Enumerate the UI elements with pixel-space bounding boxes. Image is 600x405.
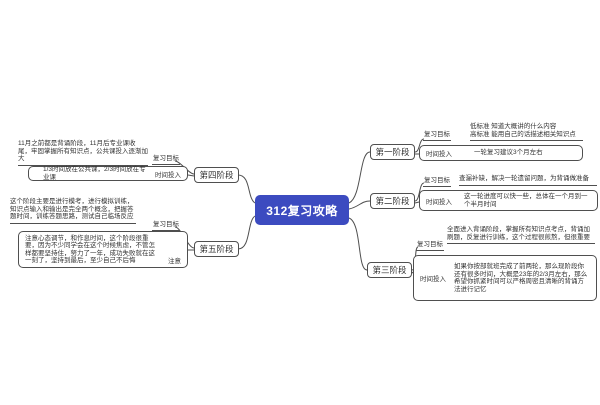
stage-5-goal-label[interactable]: 复习目标 bbox=[152, 221, 180, 231]
stage-1-goal-text[interactable]: 低标准 知道大概讲的什么内容 高标准 能用自己的话描述相关知识点 bbox=[470, 123, 583, 141]
stage-4-time-text: 1/3时间放在公共课，2/3时间放在专业课 bbox=[43, 166, 146, 181]
stage-5-node[interactable]: 第五阶段 bbox=[194, 241, 239, 257]
stage-1-goal-label[interactable]: 复习目标 bbox=[423, 131, 451, 141]
stage-2-goal-label[interactable]: 复习目标 bbox=[423, 177, 451, 187]
stage-3-time-text: 如果你按部就班完成了前两轮，那么现阶段你还有很多时间，大概是23年的2/3月左右… bbox=[454, 263, 588, 293]
stage-2-node[interactable]: 第二阶段 bbox=[370, 193, 415, 209]
stage-2-time-box[interactable]: 时间投入 这一轮进度可以快一些，总体在一个月到一个半月时间 bbox=[419, 190, 598, 211]
stage-1-time-text: 一轮复习建议3个月左右 bbox=[474, 149, 543, 157]
stage-4-time-label: 时间投入 bbox=[155, 171, 181, 179]
stage-3-time-box[interactable]: 时间投入 如果你按部就班完成了前两轮，那么现阶段你还有很多时间，大概是23年的2… bbox=[413, 255, 597, 301]
stage-4-goal-label[interactable]: 复习目标 bbox=[152, 155, 180, 165]
stage-1-node[interactable]: 第一阶段 bbox=[370, 144, 415, 160]
central-topic[interactable]: 312复习攻略 bbox=[255, 195, 349, 225]
stage-1-time-box[interactable]: 时间投入 一轮复习建议3个月左右 bbox=[419, 145, 583, 161]
stage-5-note-text: 注意心态调节，和作息时间，这个阶段很重要，因为不少同学会在这个时候焦虑，不管怎样… bbox=[25, 234, 155, 265]
stage-2-goal-text[interactable]: 查漏补缺，解决一轮遗留问题，为背诵做准备 bbox=[459, 175, 597, 186]
stage-2-time-text: 这一轮进度可以快一些，总体在一个月到一个半月时间 bbox=[464, 193, 588, 208]
stage-3-node[interactable]: 第三阶段 bbox=[367, 262, 412, 278]
stage-5-note-box[interactable]: 注意心态调节，和作息时间，这个阶段很重要，因为不少同学会在这个时候焦虑，不管怎样… bbox=[18, 231, 188, 268]
stage-4-node[interactable]: 第四阶段 bbox=[194, 167, 239, 183]
stage-3-goal-label[interactable]: 复习目标 bbox=[416, 241, 444, 251]
stage-1-time-label: 时间投入 bbox=[426, 151, 452, 158]
stage-4-goal-text[interactable]: 11月之前都是背诵阶段，11月后专业课收尾，牢固掌握所有知识点，公共课投入逐渐加… bbox=[18, 140, 148, 166]
stage-5-note-label: 注意 bbox=[168, 258, 181, 265]
stage-3-time-label: 时间投入 bbox=[420, 276, 446, 283]
stage-4-time-box[interactable]: 1/3时间放在公共课，2/3时间放在专业课 时间投入 bbox=[28, 166, 188, 181]
stage-3-goal-text[interactable]: 全面进入背诵阶段，掌握所有知识点考点，背诵加刷题，反复进行训练，这个过程很煎熬，… bbox=[447, 226, 595, 244]
stage-2-time-label: 时间投入 bbox=[426, 198, 452, 206]
stage-5-goal-text[interactable]: 这个阶段主要是进行模考，进行模拟训练，知识点输入和输出是完全两个概念，把握答题时… bbox=[10, 198, 136, 224]
